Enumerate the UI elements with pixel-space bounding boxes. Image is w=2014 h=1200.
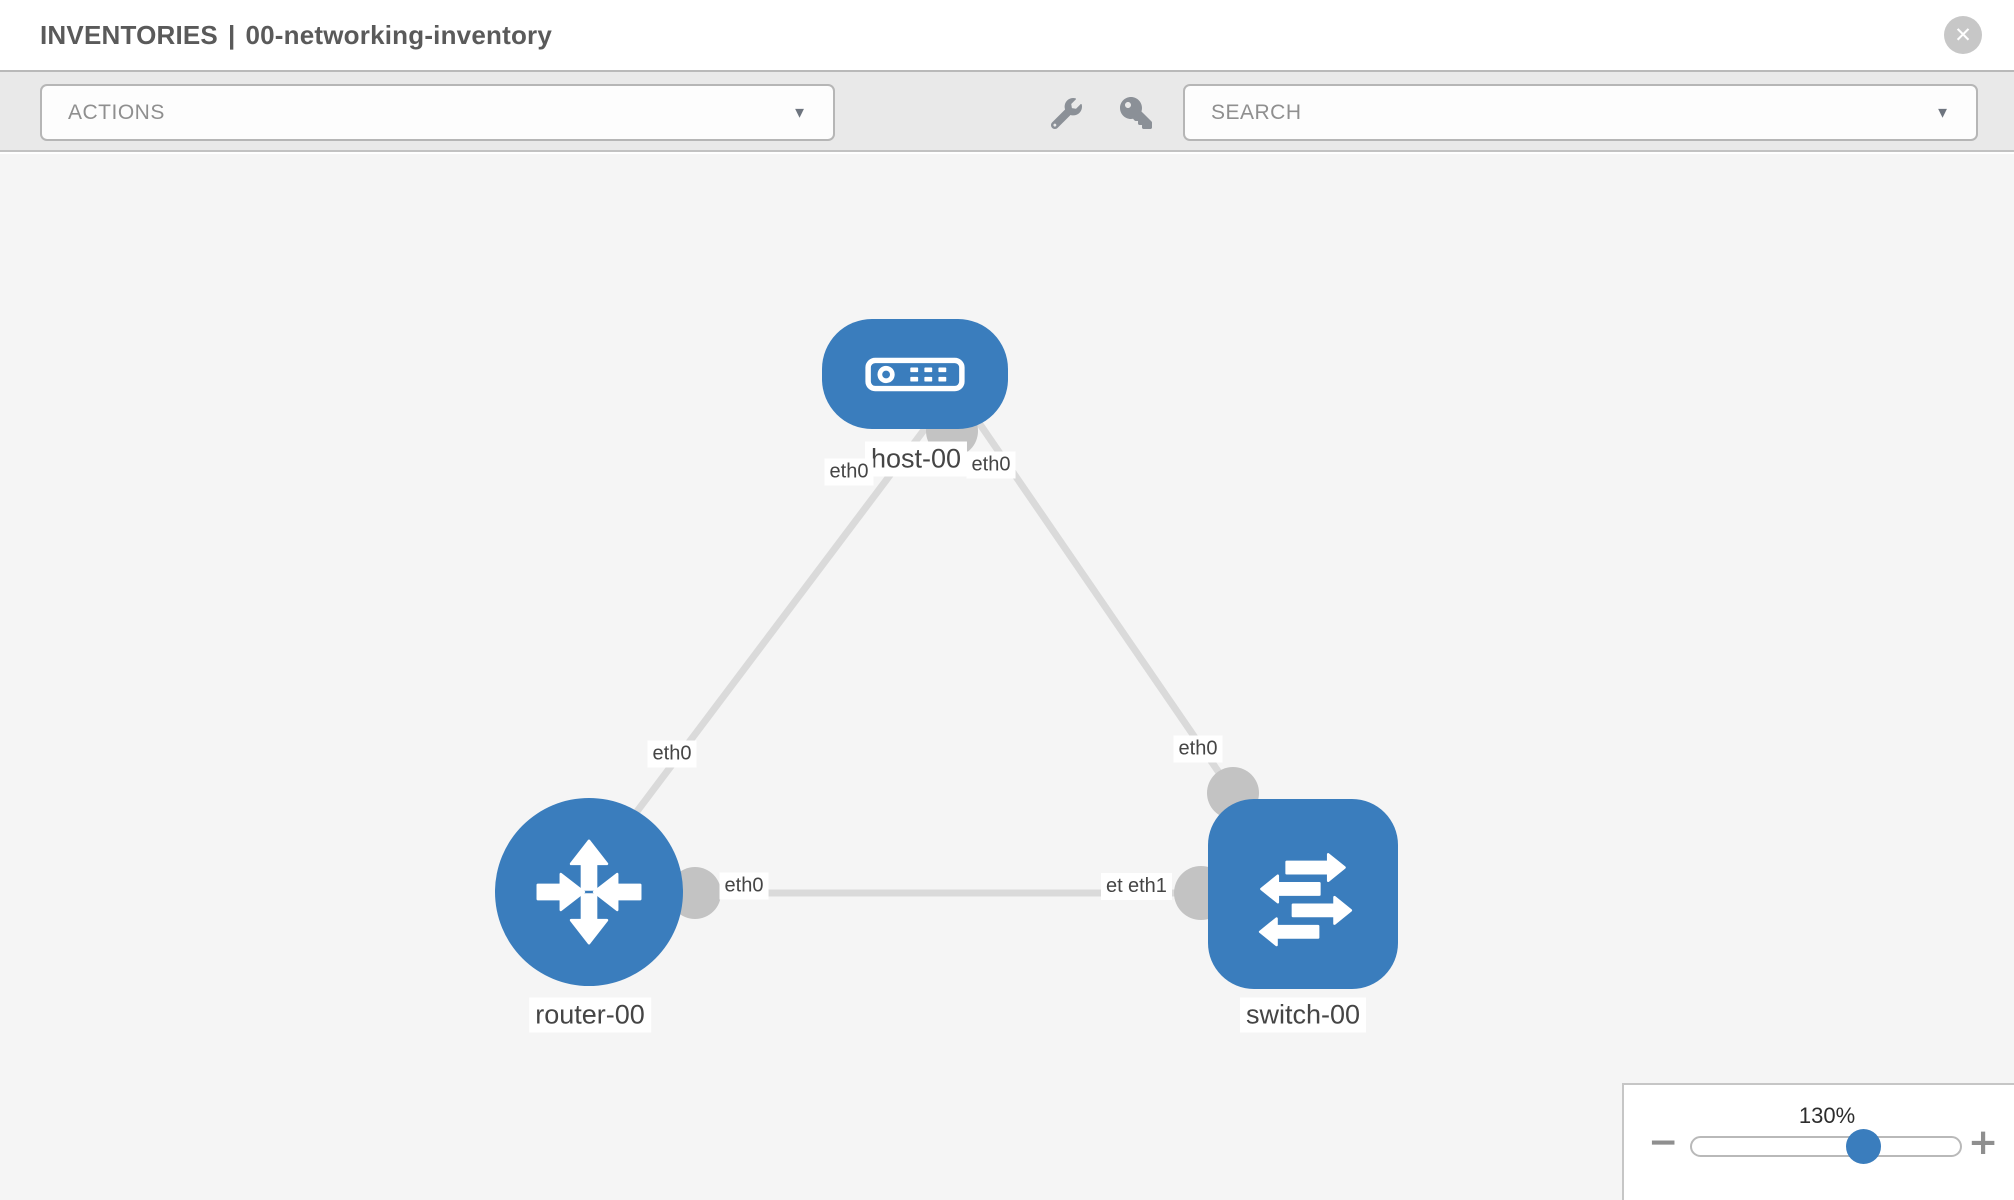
node-router-00[interactable] (495, 798, 683, 986)
zoom-in-button[interactable]: + (1968, 1122, 1999, 1163)
iface-label-router-top: eth0 (647, 740, 697, 768)
key-icon-button[interactable] (1114, 96, 1158, 130)
iface-label-switch-top: eth0 (1173, 735, 1223, 763)
zoom-panel: 130% − + (1622, 1083, 2014, 1200)
node-label-host: host-00 (864, 441, 968, 477)
wrench-icon (1050, 97, 1082, 129)
iface-label-host-right: eth0 (966, 451, 1016, 479)
close-icon: ✕ (1954, 23, 1972, 47)
iface-label-router-right: eth0 (719, 872, 769, 900)
search-dropdown-label: SEARCH (1211, 100, 1302, 124)
title-separator: | (227, 19, 236, 50)
page-title: INVENTORIES | 00-networking-inventory (0, 20, 552, 51)
router-arrows-icon (536, 839, 642, 945)
key-icon (1120, 97, 1152, 129)
zoom-slider-track[interactable] (1690, 1136, 1962, 1157)
link-host-router[interactable] (617, 419, 933, 837)
links-layer (617, 415, 1236, 897)
node-label-switch: switch-00 (1239, 997, 1367, 1033)
zoom-slider-handle[interactable] (1846, 1129, 1881, 1164)
window-header: INVENTORIES | 00-networking-inventory ✕ (0, 0, 2014, 72)
node-switch-00[interactable] (1208, 799, 1398, 989)
breadcrumb: INVENTORIES (40, 19, 218, 50)
inventory-name: 00-networking-inventory (245, 19, 553, 50)
chevron-down-icon: ▼ (792, 104, 807, 121)
topology-canvas[interactable]: host-00 router-00 switch-00 eth0 eth0 et… (0, 154, 2014, 1200)
toolbar: ACTIONS ▼ SEARCH ▼ (0, 72, 2014, 152)
search-dropdown[interactable]: SEARCH ▼ (1183, 84, 1978, 141)
switch-arrows-icon (1258, 853, 1353, 947)
server-icon (865, 357, 965, 391)
chevron-down-icon: ▼ (1935, 104, 1950, 121)
node-label-router: router-00 (529, 997, 651, 1033)
node-host-00[interactable] (822, 319, 1008, 429)
wrench-icon-button[interactable] (1044, 96, 1088, 130)
close-button[interactable]: ✕ (1944, 16, 1982, 54)
zoom-out-button[interactable]: − (1648, 1122, 1679, 1163)
zoom-level-value: 130% (1798, 1103, 1856, 1128)
iface-label-switch-left: eth1 (1123, 873, 1172, 900)
iface-label-host-left: eth0 (824, 458, 874, 486)
actions-dropdown[interactable]: ACTIONS ▼ (40, 84, 835, 141)
link-host-switch[interactable] (972, 415, 1236, 795)
actions-dropdown-label: ACTIONS (68, 100, 165, 124)
